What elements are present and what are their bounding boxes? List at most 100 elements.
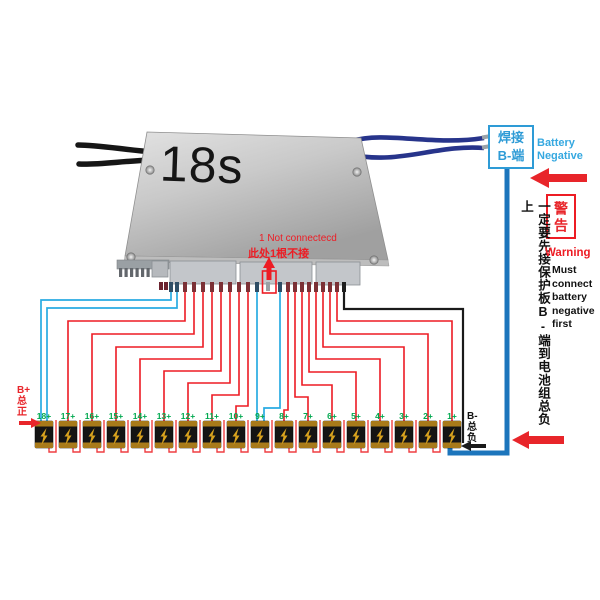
battery-bottom-cap (131, 442, 149, 448)
not-connected-cn-label: 此处1根不接 (248, 248, 310, 260)
battery-top-cap (83, 421, 101, 427)
vertical-instruction: 一定要先接保护板B-端到电池组总负上 (519, 200, 550, 426)
battery-top-cap (443, 421, 461, 427)
battery-top-cap (371, 421, 389, 427)
lightning-bolt-icon (40, 428, 48, 445)
battery-cell: 10+ (226, 411, 246, 449)
lightning-bolt-icon (232, 428, 240, 445)
header-tooth (141, 268, 145, 277)
series-links (48, 420, 441, 453)
sense-wire (329, 292, 429, 421)
battery-cell-label: 5+ (351, 411, 361, 421)
connector-pin (175, 282, 179, 292)
series-link (384, 420, 393, 453)
series-link (120, 420, 129, 453)
battery-bottom-cap (443, 442, 461, 448)
series-link (360, 420, 369, 453)
battery-cell-label: 12+ (181, 411, 195, 421)
lightning-bolt-icon (328, 428, 336, 445)
balance-connectors (116, 259, 361, 292)
header-tooth (119, 268, 123, 277)
battery-cell: 8+ (274, 411, 294, 449)
battery-bottom-cap (419, 442, 437, 448)
pack-positive-label: B+ 总 正 (17, 385, 31, 418)
battery-cell-label: 4+ (375, 411, 385, 421)
battery-top-cap (155, 421, 173, 427)
connector-pin (255, 282, 259, 292)
battery-top-cap (179, 421, 197, 427)
battery-bottom-cap (107, 442, 125, 448)
lightning-bolt-icon (112, 428, 120, 445)
arrow-left-icon (530, 168, 587, 188)
solder-tag-line2: B-端 (497, 148, 525, 163)
connector-pin (321, 282, 325, 292)
lightning-bolt-icon (256, 428, 264, 445)
sense-wire (139, 292, 213, 421)
battery-top-cap (251, 421, 269, 427)
battery-cell: 16+ (82, 411, 102, 449)
battery-cell: 17+ (58, 411, 78, 449)
connector-pin (210, 282, 214, 292)
battery-cell-label: 3+ (399, 411, 409, 421)
battery-bottom-cap (371, 442, 389, 448)
connector-pin (228, 282, 232, 292)
battery-top-cap (59, 421, 77, 427)
sense-wire (67, 292, 186, 421)
header-tooth (130, 268, 134, 277)
battery-cell: 11+ (202, 411, 222, 449)
battery-bottom-cap (323, 442, 341, 448)
battery-cell-label: 1+ (447, 411, 457, 421)
series-link (408, 420, 417, 453)
battery-cell-label: 6+ (327, 411, 337, 421)
lightning-bolt-icon (448, 428, 456, 445)
sense-wire (301, 292, 333, 421)
sense-wire (283, 292, 289, 421)
battery-cell-label: 18+ (37, 411, 51, 421)
header-tooth (146, 268, 150, 277)
sense-wire (46, 292, 178, 421)
battery-bottom-cap (347, 442, 365, 448)
series-link (48, 420, 57, 453)
connector-pin (335, 282, 339, 292)
battery-row: 18+17+16+15+14+13+12+11+10+9+8+7+6+5+4+3… (34, 411, 462, 449)
battery-cell: 18+ (34, 411, 54, 449)
screw-icon (352, 167, 362, 177)
battery-bottom-cap (395, 442, 413, 448)
series-link (288, 420, 297, 453)
board-title: 18s (159, 135, 245, 195)
warning-body: Must connect battery negative first (552, 264, 595, 330)
warning-en-label: Warning (545, 247, 591, 259)
series-link (168, 420, 177, 453)
series-link (144, 420, 153, 453)
battery-cell: 4+ (370, 411, 390, 449)
connector-pin (201, 282, 205, 292)
battery-cell-label: 7+ (303, 411, 313, 421)
sense-wire (315, 292, 381, 421)
battery-cell: 1+ (442, 411, 462, 449)
battery-bottom-cap (227, 442, 245, 448)
battery-top-cap (275, 421, 293, 427)
battery-top-cap (131, 421, 149, 427)
battery-bottom-cap (35, 442, 53, 448)
sense-wire (163, 292, 222, 421)
sense-wire (308, 292, 357, 421)
lightning-bolt-icon (160, 428, 168, 445)
connector-pin (314, 282, 318, 292)
sense-wire (91, 292, 195, 421)
connector-pin (164, 282, 168, 290)
connector-pin (286, 282, 290, 292)
battery-top-cap (395, 421, 413, 427)
b-minus-sense-wire (342, 292, 465, 443)
connector-pin (293, 282, 297, 292)
header-tooth (124, 268, 128, 277)
battery-top-cap (35, 421, 53, 427)
lightning-bolt-icon (88, 428, 96, 445)
sense-wire (263, 292, 281, 421)
battery-cell-label: 9+ (255, 411, 265, 421)
battery-cell: 12+ (178, 411, 198, 449)
connector-pin (328, 282, 332, 292)
battery-bottom-cap (155, 442, 173, 448)
battery-bottom-cap (179, 442, 197, 448)
battery-bottom-cap (251, 442, 269, 448)
